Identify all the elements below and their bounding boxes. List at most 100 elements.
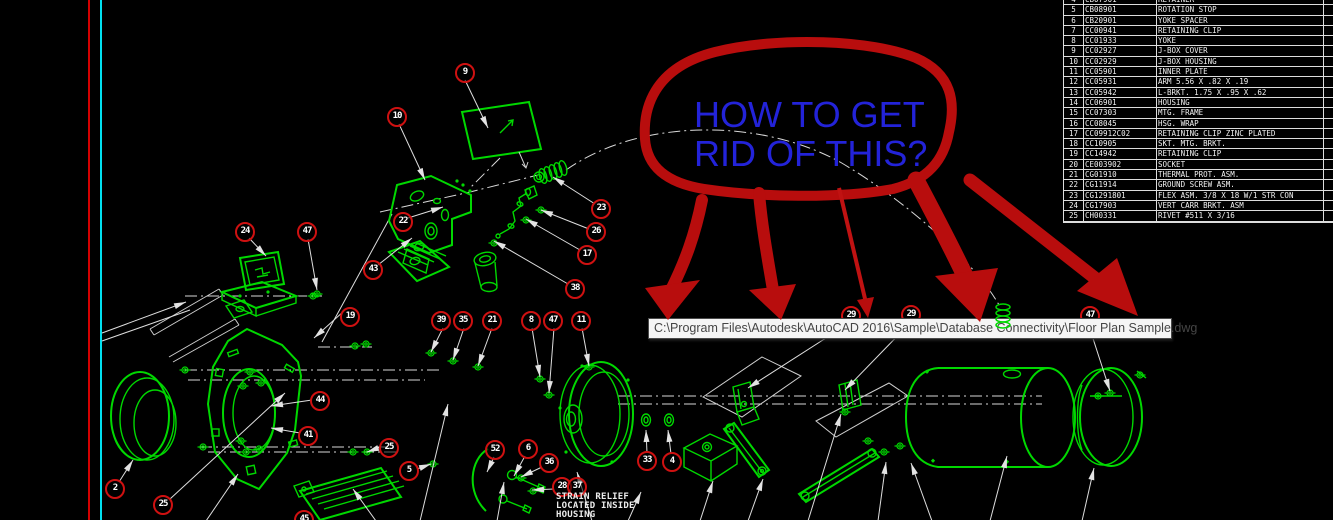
balloon-callout-33: 33 <box>637 451 657 471</box>
parts-table-cell: CC06901 <box>1084 97 1157 109</box>
balloon-callout-44: 44 <box>310 391 330 411</box>
strap-arms <box>722 421 881 504</box>
mtg-frame-plate <box>206 327 303 491</box>
parts-table-cell <box>1324 88 1333 98</box>
parts-table-cell: CG1291801 <box>1084 190 1157 201</box>
balloon-callout-22: 22 <box>393 212 413 232</box>
parts-table-cell: 5 <box>1064 5 1084 16</box>
nut-washer <box>640 413 675 427</box>
parts-table-cell <box>1324 98 1333 109</box>
balloon-callout-9: 9 <box>455 63 475 83</box>
parts-table-cell: 10 <box>1064 56 1084 68</box>
parts-table-cell <box>1324 57 1333 68</box>
balloon-callout-17: 17 <box>577 245 597 265</box>
bolts <box>498 469 546 514</box>
balloon-callout-21: 21 <box>482 311 502 331</box>
flex-bracket <box>495 185 538 239</box>
parts-table-cell: CC01933 <box>1084 36 1157 47</box>
parts-table-cell: CB07901 <box>1084 0 1157 6</box>
parts-table-cell: J-BOX HOUSING <box>1157 56 1324 68</box>
parts-table-cell: CE003902 <box>1084 159 1157 171</box>
parts-table-cell: INNER PLATE <box>1157 67 1324 78</box>
balloon-callout-25: 25 <box>379 438 399 458</box>
note-line: STRAIN RELIEF <box>556 492 630 502</box>
parts-table-cell: 7 <box>1064 25 1084 37</box>
parts-table-cell <box>1324 170 1333 181</box>
parts-table-cell: 16 <box>1064 118 1084 129</box>
parts-table-cell: YOKE <box>1157 36 1324 47</box>
parts-table-cell <box>1324 46 1333 57</box>
balloon-callout-6: 6 <box>518 439 538 459</box>
parts-table-cell: 8 <box>1064 36 1084 47</box>
parts-table-cell: 15 <box>1064 108 1084 119</box>
sheet-border-red-line <box>88 0 90 520</box>
parts-table-cell: YOKE SPACER <box>1157 15 1324 26</box>
parts-table-cell <box>1324 160 1333 171</box>
strain-relief-note: STRAIN RELIEF LOCATED INSIDE HOUSING <box>556 493 635 520</box>
annotation-question-text: HOW TO GET RID OF THIS? <box>694 94 928 174</box>
parts-table-cell: 25 <box>1064 211 1084 223</box>
parts-table-cell: 14 <box>1064 97 1084 109</box>
balloon-callout-4: 4 <box>662 452 682 472</box>
parts-table-cell: CC08045 <box>1084 118 1157 129</box>
parts-table-cell: CB20901 <box>1084 15 1157 26</box>
balloon-callout-2: 2 <box>105 479 125 499</box>
parts-table-cell: CC00941 <box>1084 25 1157 37</box>
parts-table-cell: 23 <box>1064 190 1084 201</box>
balloon-callout-25: 25 <box>153 495 173 515</box>
parts-table-cell <box>1324 139 1333 150</box>
parts-table-cell: CC02929 <box>1084 56 1157 68</box>
jbox-cover <box>460 100 543 169</box>
parts-table-cell <box>1324 5 1333 16</box>
coil-spring <box>533 159 568 185</box>
parts-table-cell: RETAINING CLIP <box>1157 149 1324 160</box>
parts-table-cell: CC14942 <box>1084 149 1157 160</box>
parts-table-cell: J-BOX COVER <box>1157 46 1324 57</box>
parts-table: 4CB07901RETAINER5CB08901ROTATION STOP6CB… <box>1063 0 1333 223</box>
parts-table-cell: CC09912C02 <box>1084 128 1157 140</box>
motor-cylinder <box>904 367 1076 468</box>
balloon-callout-26: 26 <box>586 222 606 242</box>
parts-table-cell: 18 <box>1064 139 1084 150</box>
parts-table-cell: FLEX ASM. 3/8 X 18 W/1 STR CON <box>1157 190 1324 201</box>
parts-table-cell: CC05931 <box>1084 77 1157 88</box>
balloon-callout-47: 47 <box>543 311 563 331</box>
parts-table-cell: 20 <box>1064 159 1084 171</box>
parts-table-cell: RETAINING CLIP <box>1157 25 1324 37</box>
parts-table-cell <box>1324 26 1333 37</box>
balloon-callout-38: 38 <box>565 279 585 299</box>
parts-table-cell: CG17903 <box>1084 200 1157 212</box>
balloon-callout-24: 24 <box>235 222 255 242</box>
file-path-tooltip: C:\Program Files\Autodesk\AutoCAD 2016\S… <box>648 318 1197 339</box>
parts-table-cell: 21 <box>1064 170 1084 181</box>
pin-ferrule <box>473 251 498 293</box>
lens-ring <box>110 371 177 461</box>
file-path-text: C:\Program Files\Autodesk\AutoCAD 2016\S… <box>654 321 1198 335</box>
parts-table-cell: CG01910 <box>1084 170 1157 181</box>
parts-table-cell: 17 <box>1064 128 1084 140</box>
balloon-callout-23: 23 <box>591 199 611 219</box>
parts-table-cell <box>1324 149 1333 160</box>
parts-table-cell: HOUSING <box>1157 97 1324 109</box>
parts-table-cell <box>1324 211 1333 223</box>
parts-table-cell: RIVET #511 X 3/16 <box>1157 211 1324 223</box>
parts-table-cell <box>1324 0 1333 6</box>
parts-table-cell: CC07303 <box>1084 108 1157 119</box>
parts-table-cell <box>1324 36 1333 47</box>
